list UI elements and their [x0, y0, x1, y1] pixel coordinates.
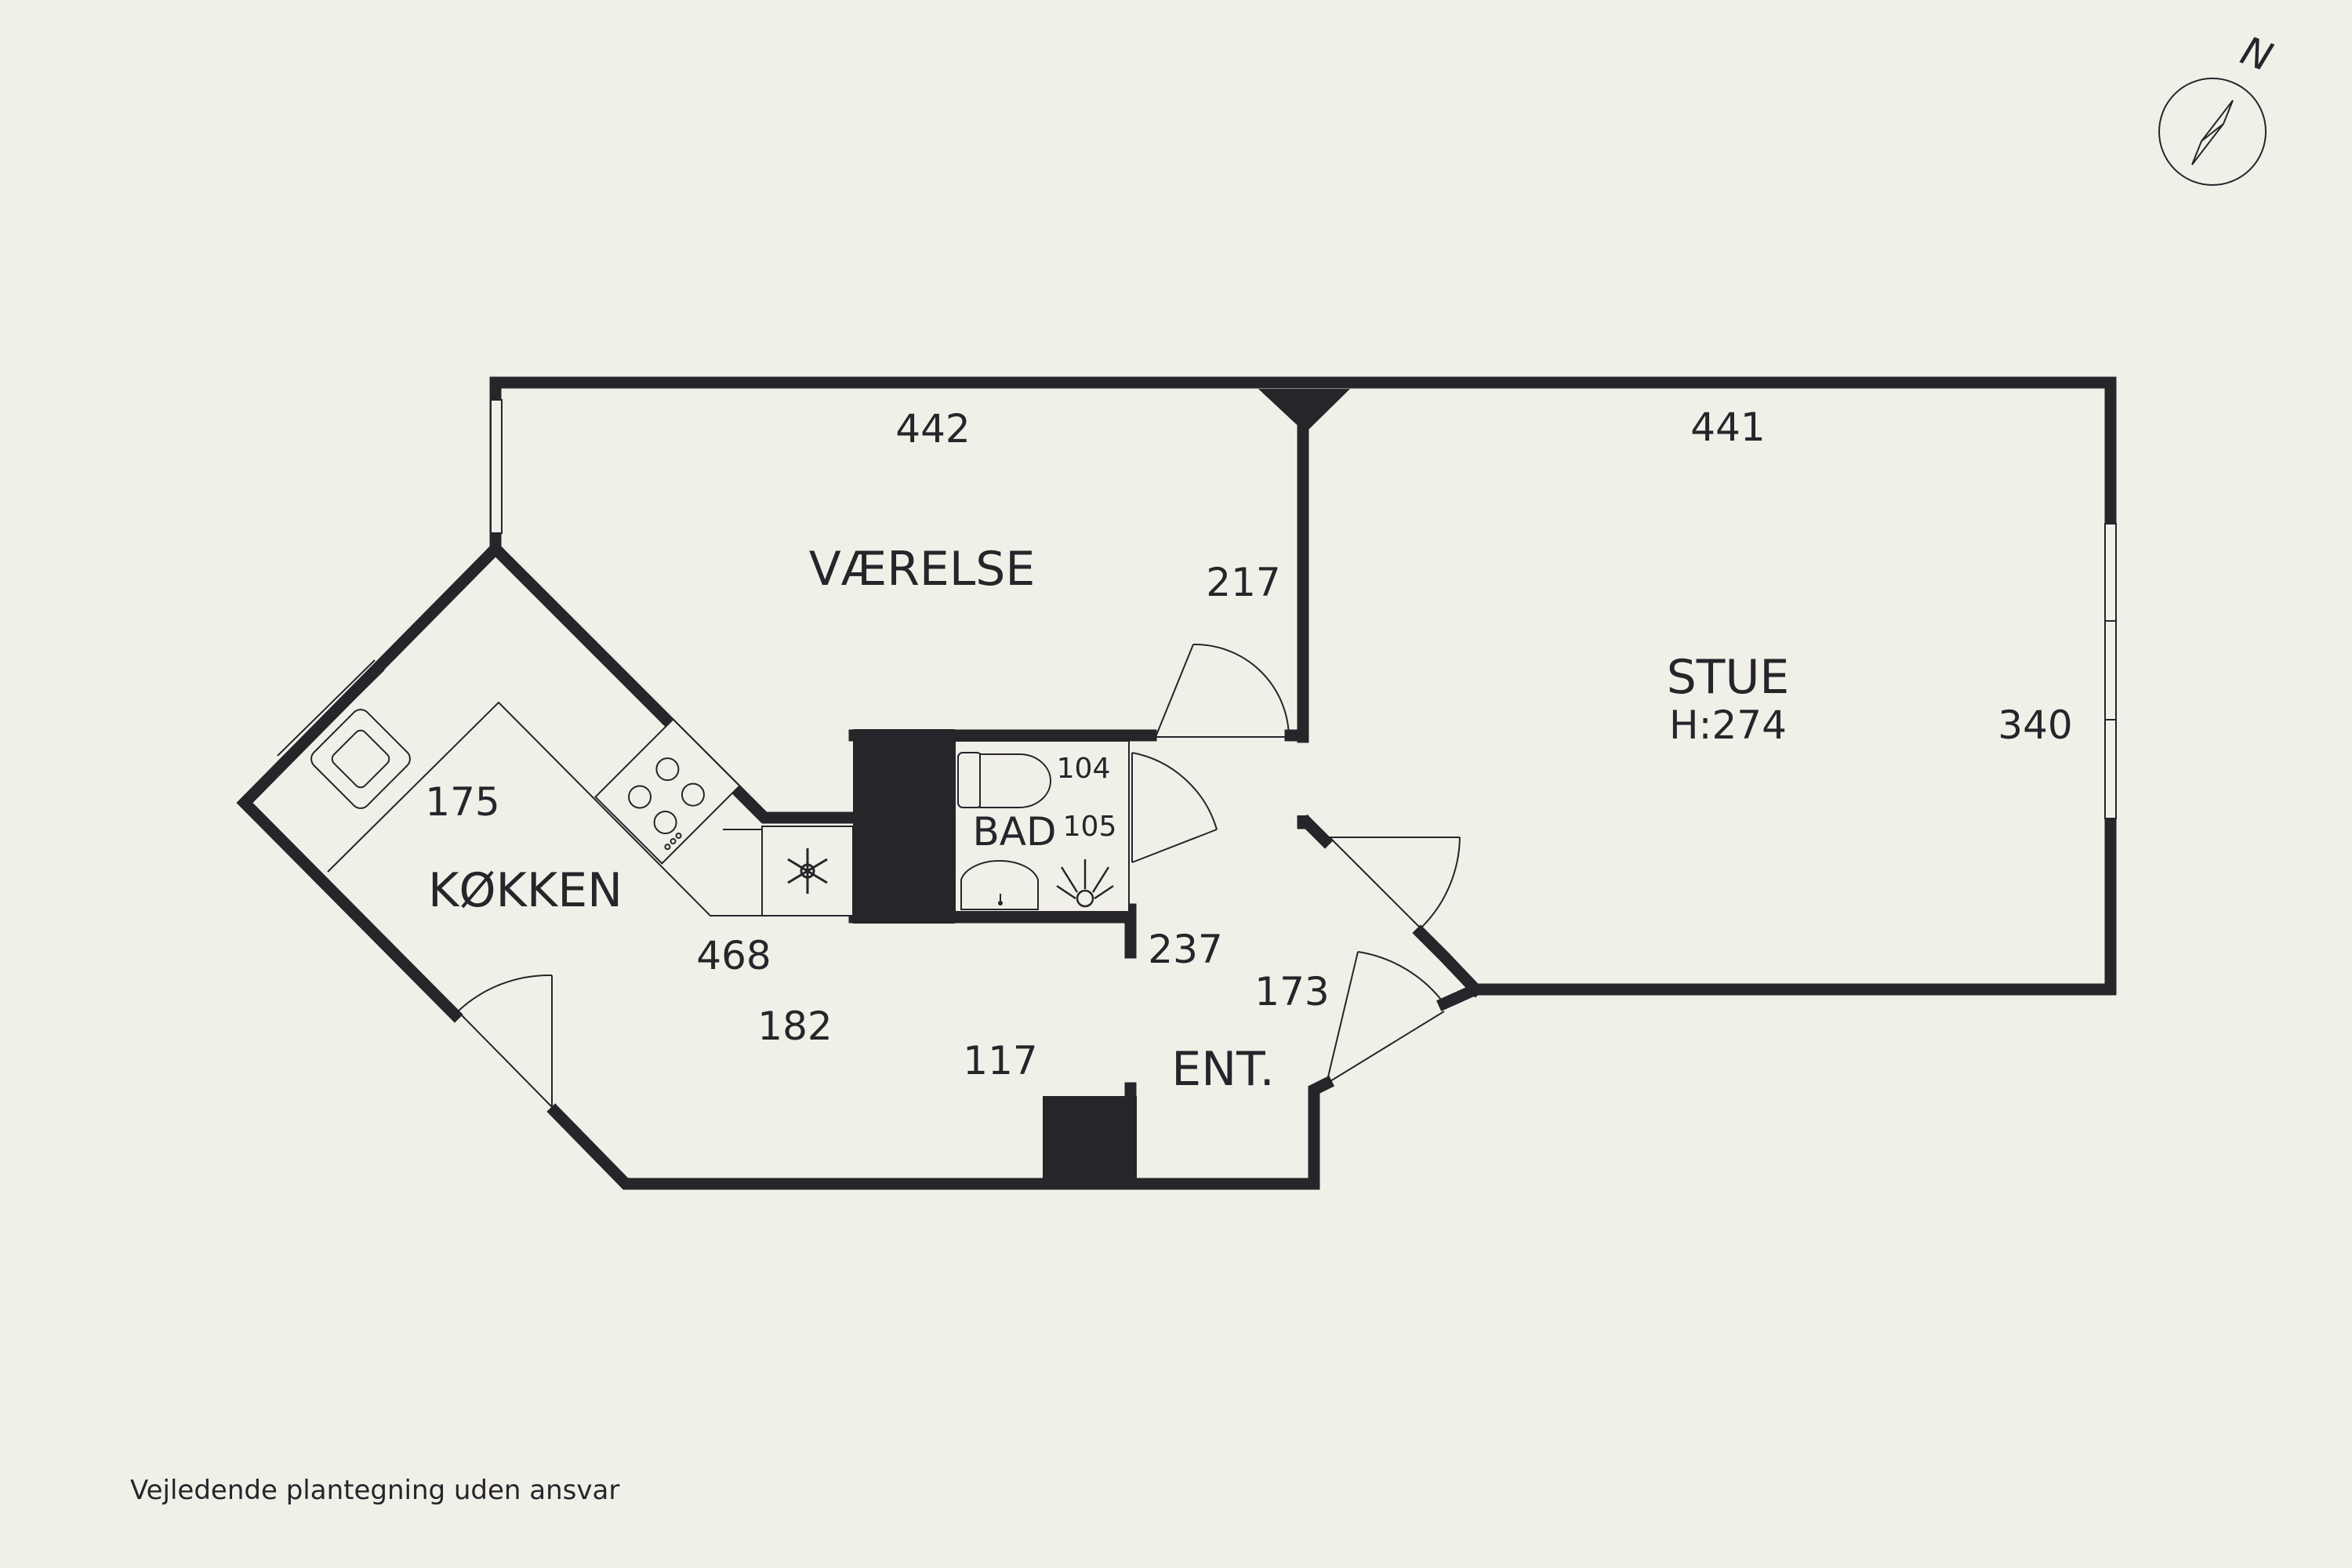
dim-bad-104: 104	[1057, 753, 1111, 785]
room-label-vaerelse: VÆRELSE	[809, 542, 1036, 597]
compass-needle-icon	[2191, 100, 2234, 165]
wall-kitchen-bottom	[546, 1075, 1335, 1190]
dim-koekken-468: 468	[696, 933, 771, 978]
dim-vaerelse-top: 442	[895, 406, 970, 452]
window-kitchen	[277, 659, 385, 766]
shaft-bath	[853, 729, 955, 924]
window-vaerelse	[490, 399, 503, 534]
wall-outer-top-right	[489, 376, 2117, 1011]
window-stue	[2104, 523, 2117, 819]
door-entre	[1326, 951, 1445, 1084]
compass-ring	[2158, 78, 2267, 186]
dim-stue-top: 441	[1690, 405, 1765, 450]
dim-koekken-counter: 175	[425, 779, 499, 825]
column-top	[1258, 389, 1350, 433]
dim-koekken-182: 182	[757, 1004, 832, 1049]
sink-icon	[310, 709, 411, 809]
toilet-icon	[957, 752, 1051, 808]
shaft-hall	[1043, 1096, 1137, 1184]
door-kitchen	[457, 974, 553, 1108]
bath-fixtures	[954, 740, 1130, 913]
dim-bad-105: 105	[1063, 811, 1117, 843]
room-height-stue: H:274	[1669, 702, 1787, 748]
door-bad	[1131, 752, 1218, 863]
door-vaerelse	[1155, 643, 1290, 738]
room-label-bad: BAD	[972, 809, 1056, 855]
disclaimer-text: Vejledende plantegning uden ansvar	[130, 1475, 619, 1506]
room-label-koekken: KØKKEN	[428, 863, 622, 918]
windows	[277, 399, 2117, 819]
dim-hall-117: 117	[963, 1038, 1037, 1083]
washbasin-icon	[960, 859, 1039, 910]
wall-kitchen-vaerelse	[487, 540, 861, 824]
doors	[457, 643, 1461, 1108]
dim-hall-237: 237	[1148, 927, 1222, 972]
stove-icon	[594, 718, 741, 865]
dim-entre-173: 173	[1254, 969, 1329, 1014]
door-stue	[1329, 837, 1461, 929]
freezer-snowflake-icon	[787, 848, 828, 894]
wall-stue-left	[1297, 814, 1334, 849]
compass-north-label: N	[2235, 27, 2278, 80]
room-label-entre: ENT.	[1171, 1042, 1274, 1097]
kitchen-fixtures	[310, 701, 854, 916]
wall-kitchen-outer	[236, 540, 504, 1023]
compass: N	[2158, 27, 2278, 186]
shower-icon	[1056, 859, 1114, 908]
room-label-stue: STUE	[1667, 650, 1790, 705]
dim-stue-right: 340	[1998, 702, 2072, 748]
wall-stue-diagonal	[1412, 924, 1484, 998]
dim-vaerelse-right: 217	[1206, 560, 1280, 605]
